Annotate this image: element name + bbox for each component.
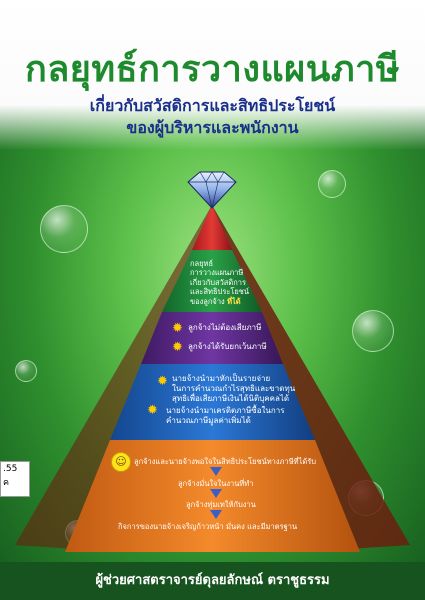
green-line: การวางแผนภาษี: [190, 268, 244, 278]
blue-line: สุทธิเพื่อเสียภาษีเงินได้นิติบุคคลได้: [172, 394, 290, 403]
book-subtitle-line2: ของผู้บริหารและพนักงาน: [126, 118, 299, 137]
pyramid-band-purple: [141, 312, 283, 364]
smiley-icon: ☺: [111, 452, 131, 472]
bubble-decoration: [352, 310, 394, 352]
purple-line-2: ลูกจ้างได้รับยกเว้นภาษี: [188, 342, 267, 351]
library-label-line: ค: [3, 478, 10, 488]
author-banner: [0, 562, 425, 600]
blue-line: นายจ้างนำมาหักเป็นรายจ่าย: [172, 374, 271, 383]
library-label: .55 ค: [0, 461, 30, 497]
purple-line-1: ลูกจ้างไม่ต้องเสียภาษี: [188, 323, 262, 332]
green-line: เกี่ยวกับสวัสดิการ: [190, 277, 247, 287]
blue-line: ในการคำนวณกำไรสุทธิและขาดทุน: [172, 384, 296, 393]
bubble-decoration: [318, 170, 346, 198]
book-title: กลยุทธ์การวางแผนภาษี: [24, 49, 401, 90]
blue-text-block: นายจ้างนำมาหักเป็นรายจ่าย ในการคำนวณกำไร…: [172, 374, 312, 404]
library-label-line: .55: [3, 464, 18, 474]
pyramid-left-side: [15, 205, 212, 552]
blue-text-block-2: นายจ้างนำมาเครดิตภาษีซื้อในการ คำนวณภาษี…: [166, 406, 306, 426]
blue-line: คำนวณภาษีมูลค่าเพิ่มได้: [166, 416, 251, 425]
bubble-decoration: [40, 205, 88, 253]
down-arrow-icon: [210, 489, 222, 498]
pyramid-band-blue: [110, 364, 315, 440]
green-line: กลยุทธ์: [190, 259, 214, 268]
title-banner: [0, 0, 425, 150]
pyramid-band-red: [192, 205, 232, 250]
orange-line-3: ลูกจ้างทุ่มเทให้กับงาน: [186, 500, 256, 509]
diamond-icon: [187, 171, 237, 209]
green-band-text: กลยุทธ์ การวางแผนภาษี เกี่ยวกับสวัสดิการ…: [190, 259, 290, 306]
blue-line: นายจ้างนำมาเครดิตภาษีซื้อในการ: [166, 406, 285, 415]
down-arrow-icon: [210, 467, 222, 476]
book-subtitle-line1: เกี่ยวกับสวัสดิการและสิทธิประโยชน์: [89, 96, 336, 115]
green-line: ของลูกจ้าง ที่ได้: [190, 297, 290, 306]
sun-icon: ✹: [147, 403, 158, 418]
orange-line-4: กิจการของนายจ้างเจริญก้าวหน้า มั่นคง และ…: [118, 522, 298, 531]
green-line: และสิทธิประโยชน์: [190, 287, 250, 297]
sun-icon: ✹: [172, 340, 183, 355]
green-line-text: ของลูกจ้าง: [190, 296, 225, 306]
orange-line-1: ลูกจ้างและนายจ้างพอใจในสิทธิประโยชน์ทางภ…: [134, 457, 317, 466]
sun-icon: ✹: [157, 374, 168, 389]
down-arrow-icon: [210, 510, 222, 519]
green-tag: ที่ได้: [227, 296, 241, 306]
orange-line-2: ลูกจ้างมั่นใจในงานที่ทำ: [178, 479, 254, 488]
bubble-decoration: [15, 360, 37, 382]
author-name: ผู้ช่วยศาสตราจารย์ดุลยลักษณ์ ตราชูธรรม: [95, 573, 330, 588]
sun-icon: ✹: [172, 321, 183, 336]
pyramid-band-green: [162, 250, 262, 312]
pyramid-right-side: [212, 205, 410, 552]
